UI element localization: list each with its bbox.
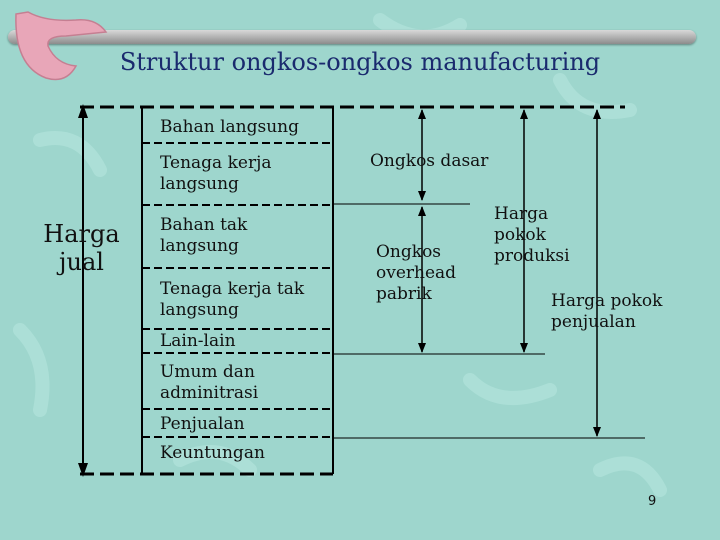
item-bahan-tak-langsung: Bahan tak langsung: [160, 215, 248, 256]
group-harga-pokok-produksi: Harga pokok produksi: [494, 204, 570, 266]
group-ongkos-dasar: Ongkos dasar: [370, 151, 489, 171]
group-harga-pokok-penjualan: Harga pokok penjualan: [551, 291, 663, 332]
item-tenaga-kerja-tak-langsung: Tenaga kerja tak langsung: [160, 279, 305, 320]
title-bar-decoration: [8, 30, 696, 44]
page-number: 9: [648, 494, 657, 509]
item-lain-lain: Lain-lain: [160, 331, 236, 351]
item-keuntungan: Keuntungan: [160, 443, 265, 463]
item-penjualan: Penjualan: [160, 414, 245, 434]
group-ongkos-overhead-pabrik: Ongkos overhead pabrik: [376, 242, 457, 304]
boomerang-logo: [15, 11, 108, 81]
item-tenaga-kerja-langsung: Tenaga kerja langsung: [160, 153, 272, 194]
item-umum-admin: Umum dan adminitrasi: [160, 362, 259, 403]
page-title: Struktur ongkos-ongkos manufacturing: [119, 48, 601, 76]
item-bahan-langsung: Bahan langsung: [160, 117, 299, 137]
harga-jual-label: Harga jual: [43, 220, 120, 276]
